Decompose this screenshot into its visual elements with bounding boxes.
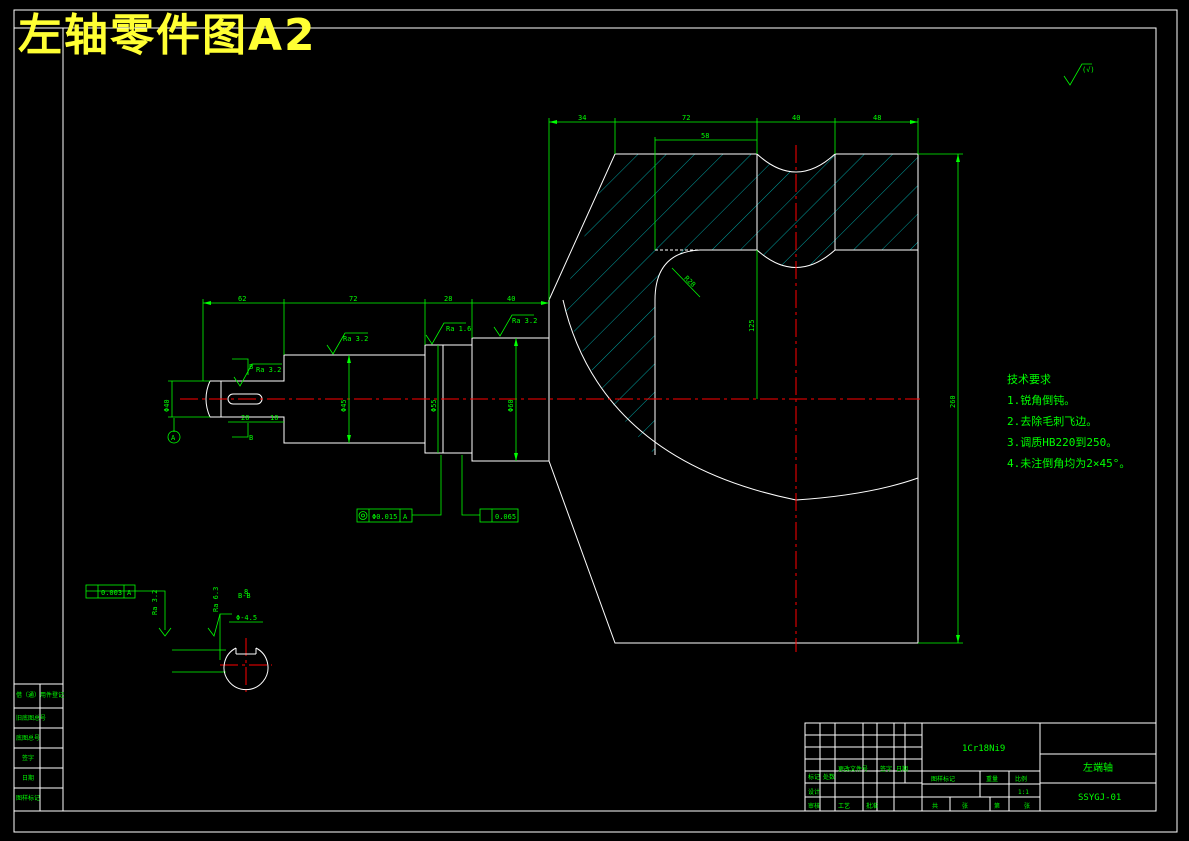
section-dim-t: Φ-4.5 (236, 614, 257, 622)
tb-sign-3: 工艺 (838, 802, 850, 810)
part-name-text: 左端轴 (1083, 761, 1113, 774)
left-strip (13, 683, 64, 812)
dim-dia-end: Φ40 (163, 399, 171, 412)
dim-125: 125 (748, 319, 756, 332)
strip-cell-5: 日期 (22, 774, 34, 782)
gdt-sym-datum: A (127, 589, 132, 597)
tb-label-2: 重量 (986, 775, 998, 783)
tech-req-item-2: 2.去除毛刺飞边。 (1007, 414, 1097, 428)
dim-260: 260 (949, 395, 957, 408)
left-strip-text: 借（通）用件登记 旧底图总号 底图总号 签字 日期 图样标记 (16, 691, 64, 802)
gdt-symmetry: 0.003 (101, 589, 122, 597)
dim-40a: 40 (792, 114, 800, 122)
housing-outline (548, 153, 919, 644)
strip-cell-3: 底图总号 (16, 734, 40, 742)
roughness-2: Ra 1.6 (446, 325, 471, 333)
gdt-frames (85, 430, 519, 599)
dim-48: 48 (873, 114, 881, 122)
tb-sign-2: 审核 (808, 802, 820, 810)
roughness-1: Ra 3.2 (343, 335, 368, 343)
dimension-arrows (203, 120, 960, 643)
gdt-conc-datum: A (403, 513, 408, 521)
roughness-general: (√) (1082, 66, 1095, 74)
roughness-3: Ra 3.2 (512, 317, 537, 325)
strip-cell-1: 借（通）用件登记 (16, 691, 64, 699)
dim-key-len: 20 (241, 414, 249, 422)
dim-34: 34 (578, 114, 586, 122)
tb-row-5: 日期 (896, 765, 908, 773)
tb-row-2: 处数 (823, 773, 835, 781)
gdt-concentricity: Φ0.015 (372, 513, 397, 521)
dim-58: 58 (701, 132, 709, 140)
scale-text: 1:1 (1018, 789, 1029, 796)
dimension-text: 34 72 58 40 48 62 72 28 40 20 10 R28 125… (101, 66, 1095, 622)
gdt-runout: 0.065 (495, 513, 516, 521)
material-text: 1Cr18Ni9 (962, 744, 1005, 754)
tech-req-item-4: 4.未注倒角均为2×45°。 (1007, 456, 1130, 470)
dim-62: 62 (238, 295, 246, 303)
strip-cell-6: 图样标记 (16, 794, 40, 802)
tb-sheet-3: 第 (994, 802, 1000, 810)
tb-sign-1: 设计 (808, 788, 820, 796)
dimension-lines (86, 63, 1092, 673)
cut-marker-top: B (249, 363, 253, 371)
title-block (804, 722, 1157, 812)
tb-sheet-4: 张 (1024, 802, 1030, 810)
tech-req-item-1: 1.锐角倒钝。 (1007, 393, 1075, 407)
tb-label-3: 比例 (1015, 775, 1027, 783)
title-block-text: 1Cr18Ni9 左端轴 SSYGJ-01 1:1 图样标记 重量 比例 标记 … (808, 744, 1121, 810)
drawing-title: 左轴零件图A2 (18, 10, 317, 61)
tb-sign-4: 批准 (866, 802, 878, 810)
tb-row-3: 更改文件号 (838, 765, 868, 773)
dim-dia-45: Φ45 (340, 399, 348, 412)
section-label: B-B (238, 592, 251, 600)
roughness-4: Ra 3.2 (256, 366, 281, 374)
dim-28: 28 (444, 295, 452, 303)
section-key-depth: 8 (244, 588, 248, 596)
section-view-bb (223, 647, 269, 691)
dim-key-off: 10 (270, 414, 278, 422)
centerlines (180, 145, 920, 692)
dim-dia-55: Φ55 (430, 399, 438, 412)
tb-sheet-1: 共 (932, 802, 938, 810)
dim-72a: 72 (682, 114, 690, 122)
tb-sheet-2: 张 (962, 802, 968, 810)
drawing-no-text: SSYGJ-01 (1078, 793, 1121, 803)
dim-dia-60: Φ60 (507, 399, 515, 412)
tb-label-1: 图样标记 (931, 775, 955, 783)
housing-hatch (563, 154, 918, 455)
tech-req-item-3: 3.调质HB220到250。 (1007, 436, 1117, 449)
tech-req-heading: 技术要求 (1007, 373, 1051, 386)
tb-row-1: 标记 (808, 773, 820, 781)
strip-cell-4: 签字 (22, 754, 34, 762)
dim-72b: 72 (349, 295, 357, 303)
datum-a: A (171, 434, 176, 442)
section-roughness-b: Ra 6.3 (212, 587, 220, 612)
tb-row-4: 签字 (880, 765, 892, 773)
sheet-border (13, 9, 1178, 833)
strip-cell-2: 旧底图总号 (16, 714, 46, 722)
dim-r28: R28 (682, 274, 697, 289)
dim-40b: 40 (507, 295, 515, 303)
cut-marker-bottom: B (249, 434, 253, 442)
tech-requirements: 技术要求 1.锐角倒钝。 2.去除毛刺飞边。 3.调质HB220到250。 4.… (1007, 373, 1130, 470)
section-roughness-a: Ra 3.2 (151, 590, 159, 615)
